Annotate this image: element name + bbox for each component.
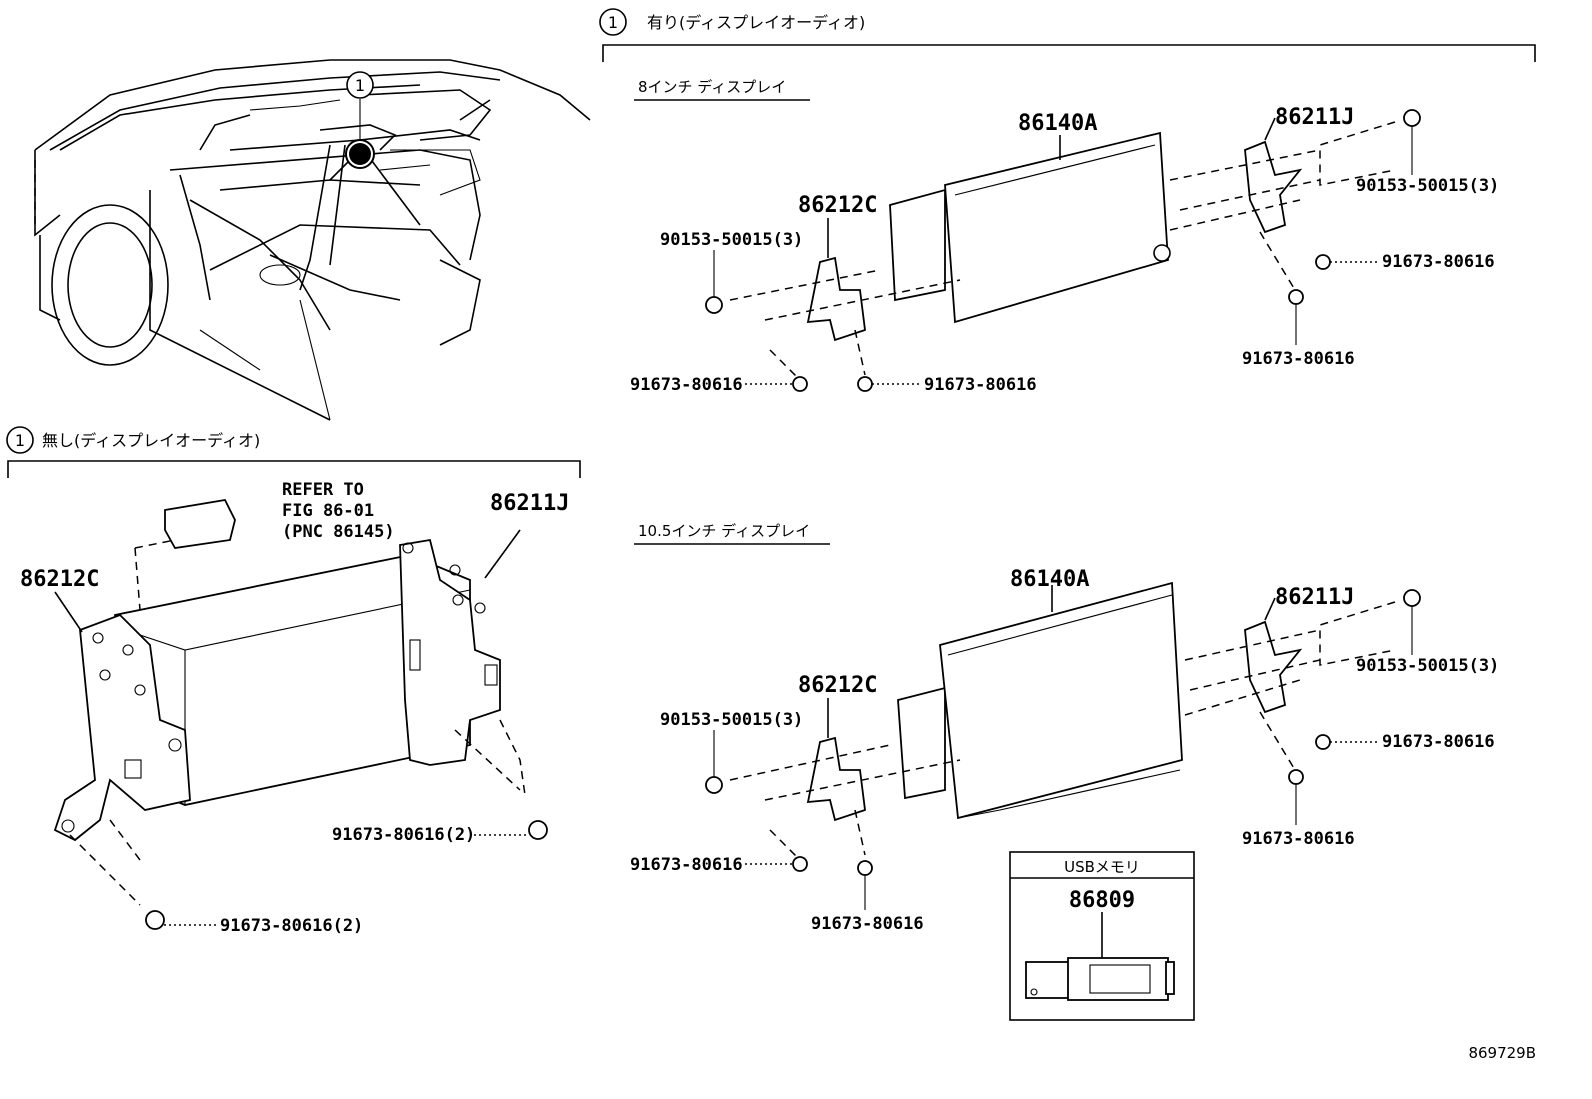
- screw-right-10: [1403, 589, 1421, 607]
- display-8inch: [944, 131, 1169, 324]
- label-bracket-left-10: 86212C: [798, 673, 877, 698]
- display-rear-box-10: [897, 686, 946, 800]
- label-bolt-left-b-10: 91673-80616: [811, 914, 924, 934]
- callout-number-without: 1: [15, 431, 25, 450]
- bracket-right-8: [1244, 140, 1303, 234]
- label-screw-right-10: 90153-50015(3): [1356, 656, 1499, 676]
- label-screw-left-10: 90153-50015(3): [660, 710, 803, 730]
- label-bolt-left-a-10: 91673-80616: [630, 855, 743, 875]
- bracket-right-10: [1244, 620, 1303, 714]
- label-screw-left-8: 90153-50015(3): [660, 230, 803, 250]
- figure-id: 869729B: [1468, 1044, 1536, 1062]
- subtitle-8inch: 8インチ ディスプレイ: [638, 78, 786, 96]
- bolt-right-upper-10: [1315, 734, 1331, 750]
- screw-right-8: [1403, 109, 1421, 127]
- label-lower-bolt-right: 91673-80616(2): [332, 825, 475, 845]
- callout-circle-car: [346, 71, 374, 99]
- lower-bracket-left: [53, 613, 191, 842]
- bracket-left-8: [806, 256, 866, 342]
- section-title-without: 無し(ディスプレイオーディオ): [42, 431, 260, 450]
- label-display-10: 86140A: [1010, 567, 1089, 592]
- assembly-8inch: 8インチ ディスプレイ 86140A 86211J 86212C 90153-5…: [630, 78, 1499, 395]
- callout-circle-without: [6, 426, 34, 454]
- lower-bolt-left: [145, 910, 165, 930]
- bolt-right-upper-8: [1315, 254, 1331, 270]
- label-bolt-left-b-8: 91673-80616: [924, 375, 1037, 395]
- label-display-8: 86140A: [1018, 111, 1097, 136]
- label-bracket-right-8: 86211J: [1275, 105, 1354, 130]
- bracket-left-10: [806, 736, 866, 822]
- usb-cap: [1025, 961, 1071, 999]
- header-without-display-audio: 1 無し(ディスプレイオーディオ): [6, 426, 581, 478]
- callout-circle-with: [599, 8, 627, 36]
- assembly-10inch: 10.5インチ ディスプレイ 86140A 86211J 86212C 9015…: [630, 522, 1499, 934]
- usb-memory-box: USBメモリ 86809: [1009, 851, 1195, 1021]
- refer-note-line2: FIG 86-01: [282, 501, 374, 521]
- usb-box-title: USBメモリ: [1064, 858, 1140, 876]
- bolt-left-a-10: [792, 856, 808, 872]
- label-bolt-left-a-8: 91673-80616: [630, 375, 743, 395]
- display-rear-box-8: [889, 188, 946, 302]
- bolt-right-lower-8: [1288, 289, 1304, 305]
- section-bracket-without: [7, 460, 581, 478]
- assembly-without-display: REFER TO FIG 86-01 (PNC 86145) 86212C 86…: [20, 480, 569, 936]
- lower-bolt-right: [528, 820, 548, 840]
- bolt-left-a-8: [792, 376, 808, 392]
- usb-stick: [1067, 957, 1169, 1001]
- callout-number-with: 1: [608, 13, 618, 32]
- label-bolt-right-upper-8: 91673-80616: [1382, 252, 1495, 272]
- referenced-module: [164, 499, 236, 549]
- header-with-display-audio: 1 有り(ディスプレイオーディオ): [599, 8, 1536, 62]
- label-usb: 86809: [1069, 888, 1135, 913]
- bolt-right-lower-10: [1288, 769, 1304, 785]
- callout-number-car: 1: [355, 76, 365, 95]
- label-bolt-right-lower-8: 91673-80616: [1242, 349, 1355, 369]
- label-bolt-right-lower-10: 91673-80616: [1242, 829, 1355, 849]
- label-bracket-right-10: 86211J: [1275, 585, 1354, 610]
- label-bolt-right-upper-10: 91673-80616: [1382, 732, 1495, 752]
- bolt-left-b-8: [857, 376, 873, 392]
- car-interior-illustration: 1: [34, 59, 591, 421]
- label-lower-bracket-left: 86212C: [20, 567, 99, 592]
- label-lower-bracket-right: 86211J: [490, 491, 569, 516]
- display-10inch: [939, 581, 1183, 820]
- label-bracket-left-8: 86212C: [798, 193, 877, 218]
- refer-note-line3: (PNC 86145): [282, 522, 395, 542]
- bolt-left-b-10: [857, 860, 873, 876]
- label-lower-bolt-left: 91673-80616(2): [220, 916, 363, 936]
- refer-note-line1: REFER TO: [282, 480, 364, 500]
- label-screw-right-8: 90153-50015(3): [1356, 176, 1499, 196]
- section-title-with: 有り(ディスプレイオーディオ): [647, 13, 865, 32]
- screw-left-8: [705, 296, 723, 314]
- subtitle-10inch: 10.5インチ ディスプレイ: [638, 522, 810, 540]
- lower-bracket-right: [399, 538, 501, 766]
- screw-left-10: [705, 776, 723, 794]
- section-bracket-with: [602, 44, 1536, 62]
